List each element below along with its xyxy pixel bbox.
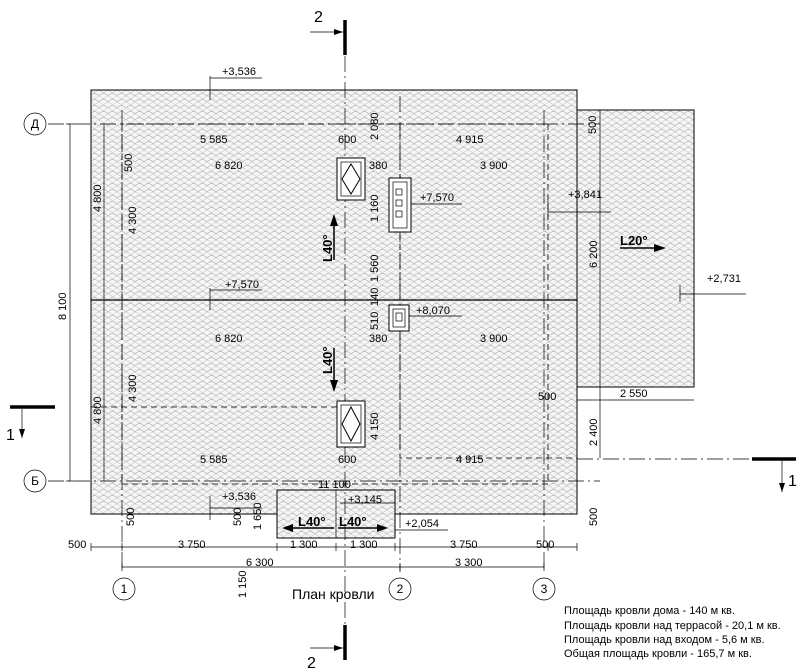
dimension-text: 4 800 [92,396,104,424]
dimension-text: 380 [369,160,387,172]
elevation-mark: +2,731 [707,273,741,285]
dimension-text: 500 [536,539,554,551]
section-label-left: 1 [6,427,15,444]
main-roof [90,89,578,515]
axis-label-d: Д [31,117,39,131]
dimension-text: 380 [369,333,387,345]
axis-bubble-b [23,469,47,493]
slope-label-entrance-left: L40° [298,514,326,529]
slope-arrowhead [330,214,338,226]
elevation-mark: +3,536 [222,491,256,503]
section-label-bottom: 2 [307,655,316,672]
roof-window-lower [336,400,366,448]
dimension-text: 2 080 [369,112,381,140]
dimension-text: 140 [369,288,381,306]
dimension-text: 1 150 [237,570,249,598]
dimension-text: 500 [125,508,137,526]
axis-bubble-2 [388,577,412,601]
section-arrowhead [779,483,785,492]
dimension-text: 4 300 [127,206,139,234]
dimension-text: 8 100 [57,292,69,320]
slope-label-entrance-right: L40° [339,514,367,529]
dimension-text: 4 150 [369,412,381,440]
area-note: Площадь кровли дома - 140 м кв. [564,605,735,617]
dimension-text: 3 900 [480,160,508,172]
dimension-text: 1 650 [252,502,264,530]
dimension-text: 4 300 [127,374,139,402]
slope-arrowhead [330,380,338,392]
axis-bubble-3 [532,577,556,601]
roof-window-upper [336,157,366,201]
dimension-text: 5 585 [200,454,228,466]
elevation-mark: +7,570 [225,279,259,291]
dimension-lines [66,110,694,571]
slope-arrowhead [377,524,388,532]
slope-label-upper: L40° [320,234,335,262]
dimension-text: 510 [369,312,381,330]
dimension-text: 4 800 [92,184,104,212]
dimension-text: 500 [68,539,86,551]
dimension-text: 1 300 [290,539,318,551]
area-note: Площадь кровли над террасой - 20,1 м кв. [564,620,781,632]
section-arrowhead [334,29,343,35]
dimension-text: 4 915 [456,134,484,146]
elevation-mark: +2,054 [405,518,439,530]
section-arrowhead [19,429,25,438]
dimension-text: 500 [587,116,599,134]
dimension-text: 2 400 [588,418,600,446]
dimension-text: 3 750 [178,539,206,551]
elevation-mark: +7,570 [420,192,454,204]
dimension-text: 3 750 [450,539,478,551]
dimension-text: 6 820 [215,333,243,345]
dimension-text: 6 200 [588,240,600,268]
dimension-text: 500 [123,154,135,172]
elevation-mark: +8,070 [416,305,450,317]
area-note: Общая площадь кровли - 165,7 м кв. [564,648,752,660]
area-note: Площадь кровли над входом - 5,6 м кв. [564,634,765,646]
dimension-text: 3 300 [455,557,483,569]
dimension-text: 500 [538,391,556,403]
dimension-text: 600 [338,134,356,146]
dimension-text: 1 160 [369,194,381,222]
elevation-mark: +3,145 [348,494,382,506]
axis-bubble-d [23,112,47,136]
dimension-text: 3 900 [480,333,508,345]
dimension-text: 500 [232,508,244,526]
drawing-title: План кровли [292,586,374,602]
dimension-text: 6 300 [246,557,274,569]
elevation-mark: +3,841 [568,189,602,201]
elevation-mark: +3,536 [222,66,256,78]
section-label-top: 2 [314,9,323,26]
section-label-right: 1 [788,473,797,490]
axis-label-2: 2 [397,582,404,596]
axis-label-1: 1 [121,582,128,596]
slope-arrowhead [654,244,666,252]
dimension-text: 6 820 [215,160,243,172]
slope-label-terrace: L20° [620,233,648,248]
dimension-text: 5 585 [200,134,228,146]
slope-arrowhead [282,524,293,532]
section-arrowhead [334,645,343,651]
dimension-text: 4 915 [456,454,484,466]
dimension-text: 1 560 [369,254,381,282]
dimension-text: 500 [588,508,600,526]
dimension-text: 1 300 [350,539,378,551]
axis-label-b: Б [31,474,39,488]
axis-label-3: 3 [541,582,548,596]
chimney-large [388,177,412,233]
dimension-text: 2 550 [620,388,648,400]
dimension-text: 600 [338,454,356,466]
dimension-text: 11 100 [318,479,351,491]
axis-bubble-1 [112,577,136,601]
chimney-small [388,304,410,332]
slope-label-lower: L40° [320,346,335,374]
